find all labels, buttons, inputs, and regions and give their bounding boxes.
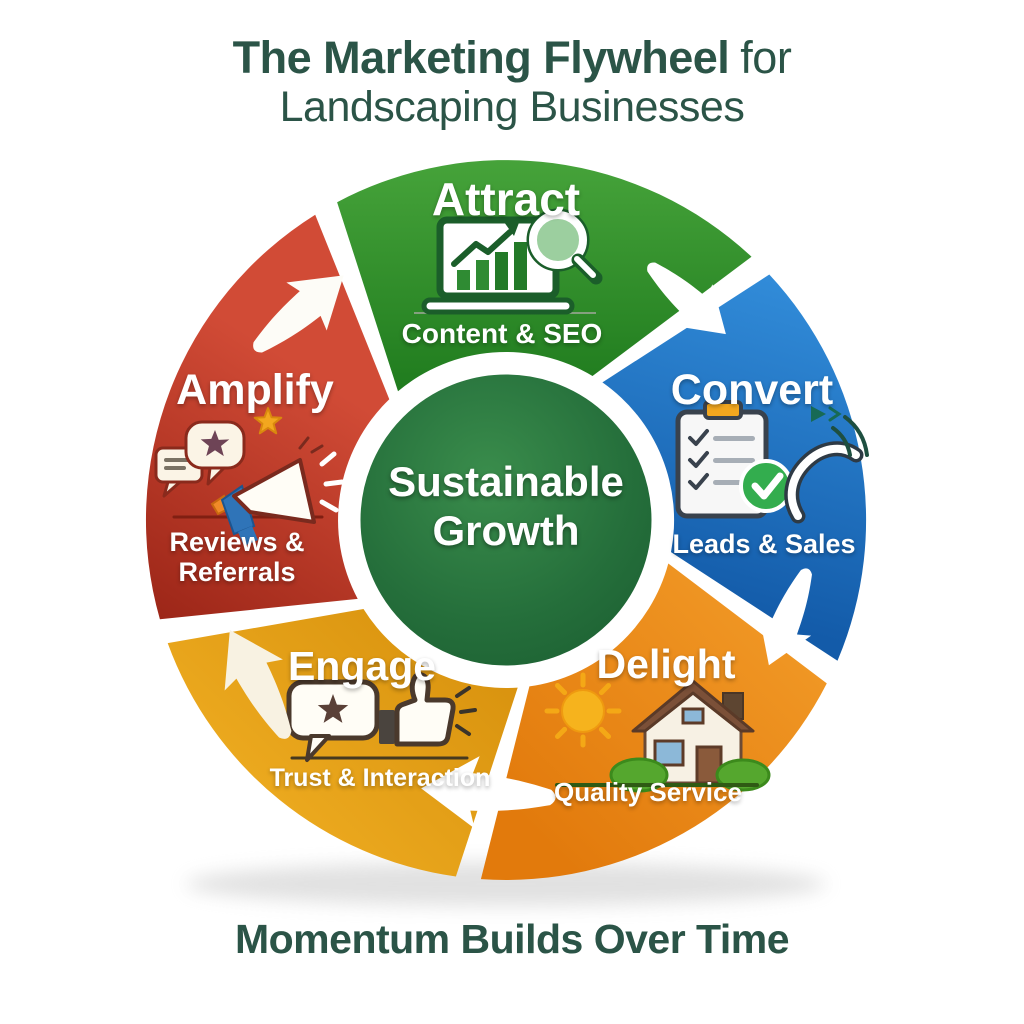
list-line xyxy=(713,480,747,485)
attic-window xyxy=(681,707,705,725)
title-line1-bold: The Marketing Flywheel xyxy=(232,32,730,83)
amplify-icon xyxy=(154,407,345,546)
segment-delight-label: Delight xyxy=(596,641,736,687)
magnifier-rim xyxy=(526,208,590,272)
megaphone-sound-lines xyxy=(319,451,345,513)
sun-rays xyxy=(544,672,622,748)
segment-amplify-label: Amplify xyxy=(176,366,334,414)
emphasis-lines xyxy=(455,686,477,736)
footer-caption: Momentum Builds Over Time xyxy=(234,916,790,962)
bubble-tail xyxy=(162,480,182,498)
convert-icon xyxy=(675,400,869,524)
ring-chevron xyxy=(828,406,842,422)
sun xyxy=(561,689,605,733)
segment-amplify-sublabel: Reviews & Referrals xyxy=(169,527,305,587)
bush xyxy=(715,758,771,792)
segment-convert-label: Convert xyxy=(670,366,834,414)
magnifier-lens xyxy=(529,211,587,269)
list-line xyxy=(713,458,755,463)
laptop-base xyxy=(421,297,575,315)
thumbs-up-icon xyxy=(394,672,456,747)
house-window xyxy=(653,739,685,767)
ring-arrow xyxy=(811,406,826,422)
checkmark xyxy=(688,429,709,446)
star-icon xyxy=(317,694,349,723)
engage-icon xyxy=(286,672,477,762)
thumb-cuff xyxy=(379,710,395,744)
center-circle xyxy=(347,361,665,679)
megaphone-handle xyxy=(238,526,258,546)
chart-bar xyxy=(476,260,489,290)
checkmark xyxy=(688,473,709,490)
house-roof xyxy=(631,679,755,733)
segment-delight-sublabel: Quality Service xyxy=(554,777,742,807)
bubble-text-line xyxy=(164,466,186,470)
sound-wave xyxy=(843,415,869,457)
check-badge-tick xyxy=(751,472,784,500)
trend-arrow xyxy=(451,229,513,267)
segment-convert-sublabel: Leads & Sales xyxy=(672,529,856,559)
segment-attract-label: Attract xyxy=(431,173,581,225)
magnifier-handle-highlight xyxy=(574,256,596,278)
chart-bar xyxy=(495,252,508,290)
trend-arrowhead xyxy=(504,220,520,236)
star-icon xyxy=(200,430,230,457)
attract-icon xyxy=(421,208,603,315)
segment-attract-sublabel: Content & SEO xyxy=(401,318,603,349)
center-hub-label: Sustainable Growth xyxy=(388,458,624,554)
segment-engage-sublabel: Trust & Interaction xyxy=(269,764,491,792)
sound-wave xyxy=(831,426,852,457)
bubble-tail xyxy=(305,734,331,762)
clipboard-clip xyxy=(703,400,743,420)
title-line2: Landscaping Businesses xyxy=(279,83,745,132)
title-line1-rest: for xyxy=(740,32,792,83)
chart-bar xyxy=(457,270,470,290)
megaphone-band xyxy=(220,484,256,536)
megaphone-cone xyxy=(232,458,316,524)
delight-icon xyxy=(544,672,771,793)
gold-star-icon xyxy=(253,407,283,435)
megaphone-accent-lines xyxy=(298,436,324,454)
wheel-shadow xyxy=(186,862,826,906)
segment-engage-label: Engage xyxy=(287,643,437,689)
checkmark xyxy=(688,451,709,468)
check-badge xyxy=(739,459,793,513)
chart-bar xyxy=(514,242,527,290)
bubble-tail xyxy=(206,466,226,486)
phone-handset xyxy=(787,444,860,520)
list-line xyxy=(713,436,755,441)
